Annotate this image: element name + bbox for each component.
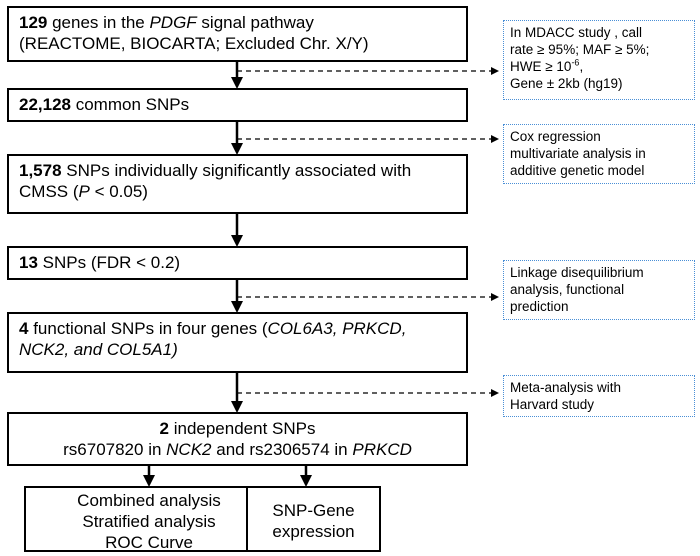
output-combined-line3: ROC Curve [105, 533, 193, 552]
step6-text-b: rs6707820 in [63, 440, 167, 459]
step3-text-b: CMSS ( [19, 182, 79, 201]
note1-line2: rate ≥ 95%; MAF ≥ 5%; [510, 42, 650, 57]
step6-gene-a: NCK2 [166, 440, 212, 459]
step6-gene-b: PRKCD [352, 440, 412, 459]
step3-p: P [78, 182, 90, 201]
note1-line3: HWE ≥ 10 [510, 59, 572, 74]
note4-line1: Meta-analysis with [510, 380, 622, 395]
step5-count: 4 [19, 319, 29, 338]
step3-text-a: SNPs individually significantly associat… [61, 161, 412, 180]
step5-box: 4 functional SNPs in four genes (COL6A3,… [7, 312, 468, 373]
note-meta-analysis: Meta-analysis with Harvard study [503, 375, 695, 417]
step6-box: 2 independent SNPs rs6707820 in NCK2 and… [7, 412, 468, 466]
step1-pathway: PDGF [149, 13, 197, 32]
output-combined-line2: Stratified analysis [82, 512, 216, 531]
step4-text: SNPs (FDR < 0.2) [37, 253, 181, 272]
output-expression-line2: expression [272, 522, 355, 541]
note-linkage: Linkage disequilibrium analysis, functio… [503, 260, 695, 320]
output-expression-box: SNP-Gene expression [246, 486, 381, 552]
note3-line1: Linkage disequilibrium [510, 265, 644, 280]
step2-text: common SNPs [71, 95, 190, 114]
note1-line4: Gene ± 2kb (hg19) [510, 76, 623, 91]
step5-genes-b: NCK2, and COL5A1) [19, 340, 178, 359]
step4-count: 13 [19, 253, 38, 272]
output-expression-line1: SNP-Gene [272, 501, 355, 520]
step1-count: 129 [19, 13, 48, 32]
output-combined-line1: Combined analysis [77, 491, 221, 510]
note4-line2: Harvard study [510, 397, 595, 412]
step2-box: 22,128 common SNPs [7, 88, 468, 122]
note1-exponent: -6 [571, 57, 580, 68]
note2-line1: Cox regression [510, 129, 601, 144]
step3-count: 1,578 [19, 161, 62, 180]
note2-line3: additive genetic model [510, 163, 645, 178]
step4-box: 13 SNPs (FDR < 0.2) [7, 246, 468, 280]
note3-line2: analysis, functional [510, 282, 625, 297]
output-combined-box: Combined analysis Stratified analysis RO… [24, 486, 274, 552]
step1-line2: (REACTOME, BIOCARTA; Excluded Chr. X/Y) [19, 34, 369, 53]
note1-line1: In MDACC study , call [510, 25, 643, 40]
note2-line2: multivariate analysis in [510, 146, 646, 161]
step2-count: 22,128 [19, 95, 71, 114]
step3-box: 1,578 SNPs individually significantly as… [7, 154, 468, 214]
step6-count: 2 [159, 419, 169, 438]
step3-text-c: < 0.05) [89, 182, 148, 201]
note3-line3: prediction [510, 299, 569, 314]
step1-box: 129 genes in the PDGF signal pathway (RE… [7, 6, 468, 62]
step5-text-a: functional SNPs in four genes ( [28, 319, 268, 338]
step5-genes-a: COL6A3, PRKCD, [267, 319, 407, 338]
step6-text-a: independent SNPs [168, 419, 316, 438]
note-qc-criteria: In MDACC study , call rate ≥ 95%; MAF ≥ … [503, 20, 695, 100]
step1-text-a: genes in the [47, 13, 150, 32]
step1-text-b: signal pathway [196, 13, 314, 32]
step6-text-c: and rs2306574 in [211, 440, 353, 459]
note1-line3-end: , [579, 59, 584, 74]
note-cox-regression: Cox regression multivariate analysis in … [503, 124, 695, 184]
